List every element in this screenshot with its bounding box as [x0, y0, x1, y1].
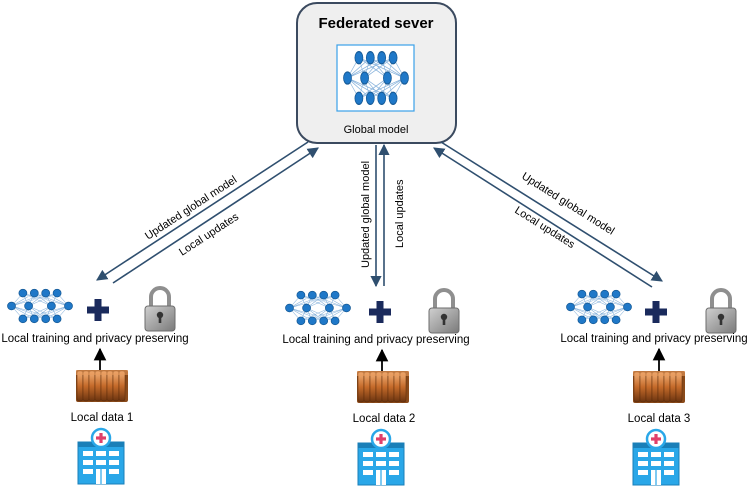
plus-icon [369, 301, 391, 323]
link-client-2: Updated global model Local updates [360, 143, 406, 288]
hospital-icon [631, 428, 681, 487]
label-updated-global-model-2: Updated global model [360, 161, 372, 268]
data-stack-icon [75, 369, 129, 403]
client-process-label: Local training and privacy preserving [560, 333, 747, 345]
arrow-updated-global-model-1 [96, 141, 309, 281]
label-local-updates-3: Local updates [512, 204, 577, 251]
label-local-updates-2: Local updates [394, 179, 406, 248]
client-1: Local training and privacy preserving Lo… [1, 286, 189, 486]
plus-icon [87, 299, 109, 321]
link-client-1: Updated global model Local updates [96, 141, 319, 284]
data-stack-icon [632, 370, 686, 404]
neural-network-icon [285, 290, 351, 326]
arrow-local-updates-1 [112, 147, 319, 284]
lock-icon [143, 286, 177, 333]
server-title: Federated sever [318, 15, 433, 32]
client-data-label: Local data 2 [353, 413, 416, 425]
lock-icon [704, 288, 738, 335]
plus-icon [645, 301, 667, 323]
neural-network-icon [566, 289, 632, 325]
link-client-3: Updated global model Local updates [433, 141, 663, 288]
hospital-icon [76, 427, 126, 486]
global-model-label: Global model [344, 124, 409, 136]
client-data-label: Local data 1 [71, 412, 134, 424]
arrow-updated-global-model-3 [440, 141, 663, 282]
lock-icon [427, 288, 461, 335]
client-data-label: Local data 3 [628, 413, 691, 425]
hospital-icon [356, 428, 406, 487]
data-stack-icon [356, 370, 410, 404]
client-process-label: Local training and privacy preserving [1, 333, 188, 345]
federated-server: Federated sever Global model [296, 2, 457, 144]
client-2: Local training and privacy preserving Lo… [282, 288, 470, 487]
client-3: Local training and privacy preserving Lo… [560, 288, 748, 487]
client-process-label: Local training and privacy preserving [282, 334, 469, 346]
arrow-local-updates-3 [433, 147, 653, 288]
neural-network-icon [7, 288, 73, 324]
